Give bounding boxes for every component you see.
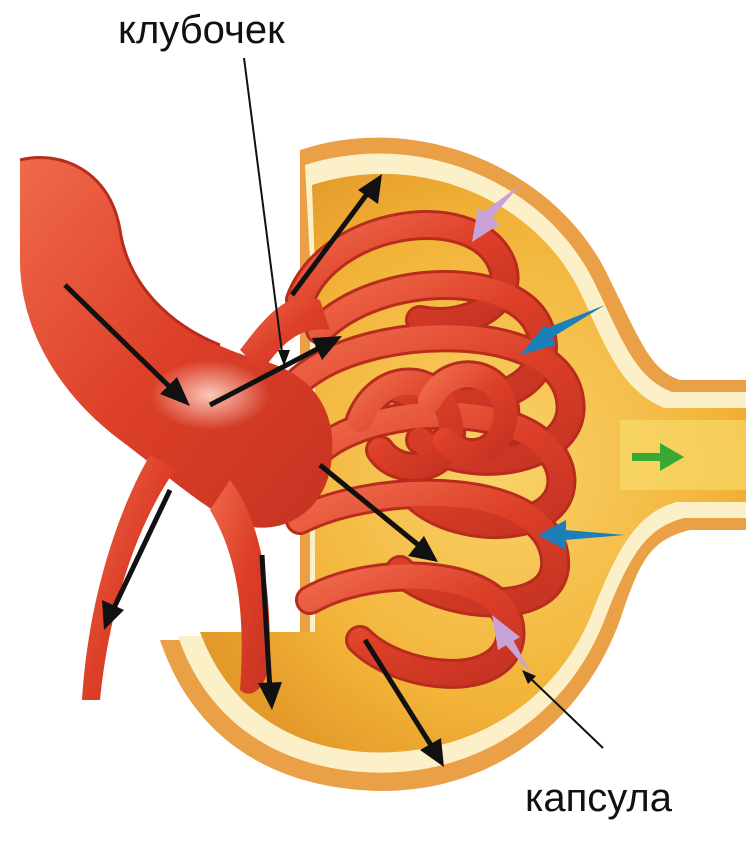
arterioles	[20, 158, 332, 700]
capsule-label: капсула	[525, 778, 672, 818]
glomerulus-label: клубочек	[118, 10, 285, 50]
glomerulus-pointer	[244, 58, 283, 360]
